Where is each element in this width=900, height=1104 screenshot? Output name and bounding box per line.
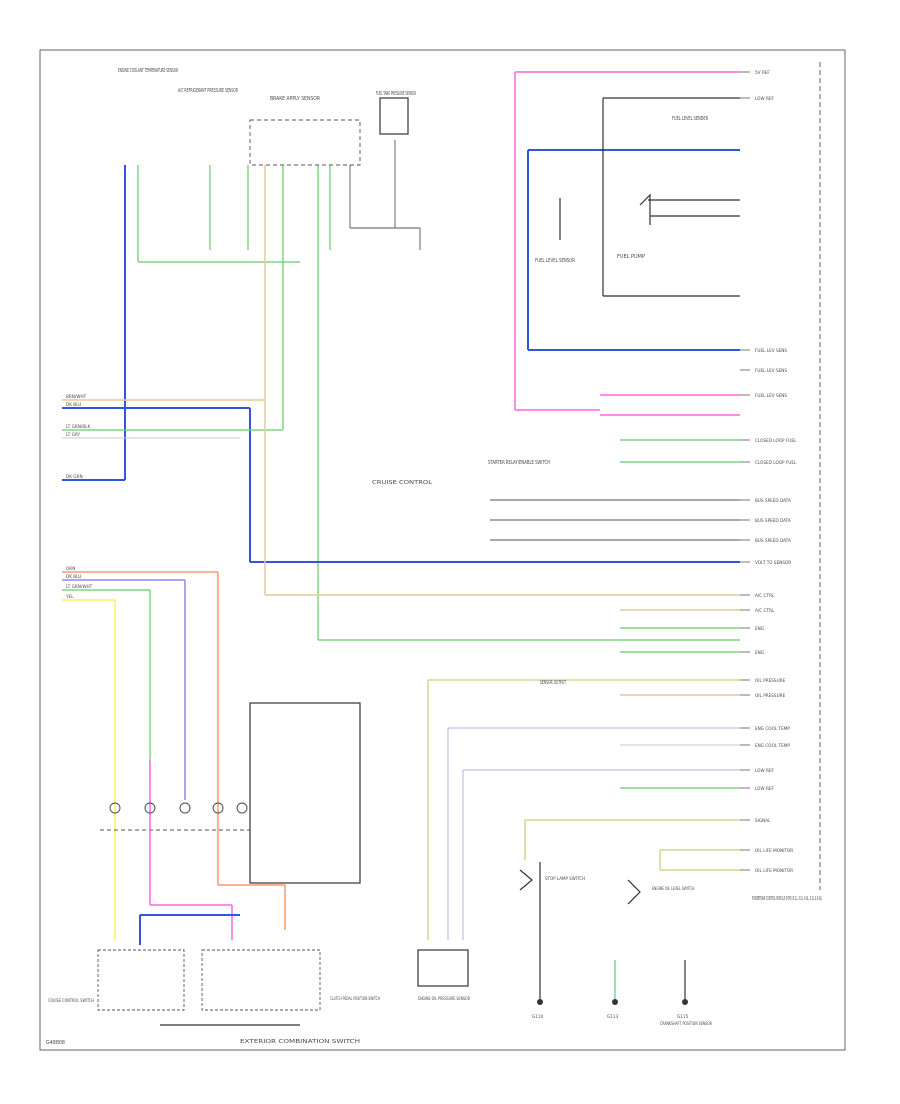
footer-left: G48808 (46, 1040, 65, 1046)
fuel-tank-sensor-box (379, 97, 409, 135)
fuel-level-label: FUEL LEVEL SENSOR (535, 258, 576, 264)
pcm-label: POWERTRAIN CONTROL MODULE (PCM) (6.2L, 6… (752, 896, 822, 902)
fuel-sender (514, 71, 740, 416)
left-bus-label-1: DK BLU (66, 402, 81, 407)
pcm-pin-label: BUS SPEED DATA (755, 498, 791, 503)
switch-circles (109, 802, 248, 814)
pcm-pin-labels: 5V REF LOW REF FUEL LEV SENS FUEL LEV SENS F… (740, 70, 797, 873)
bottom-comp-1: CLUTCH PEDAL POSITION SWITCH (330, 996, 380, 1001)
pcm-pin-label: VOLT TO SENSOR (755, 560, 791, 565)
left-bus-1 (62, 399, 740, 641)
fuel-pump-label: FUEL PUMP (617, 254, 645, 260)
pcm-pin-label: A/C CTRL (755, 608, 775, 613)
fuel-pump-symbol (639, 193, 651, 225)
cruise-switch-box (97, 949, 185, 1011)
ground-g115 (682, 999, 688, 1005)
bottom-ground-1: G113 (607, 1014, 619, 1019)
bottom-components (417, 862, 688, 1005)
pcm-pin-label: A/C CTRL (755, 593, 775, 598)
switch-contact-icon (109, 802, 121, 814)
pcm-pin-label: LOW REF (755, 786, 775, 791)
bottom-comp-4: ENGINE OIL LEVEL SWITCH (652, 886, 694, 891)
bottom-comp-2: ENGINE OIL PRESSURE SENSOR (418, 996, 470, 1001)
pcm-pin-label: FUEL LEV SENS (755, 368, 787, 373)
pcm-pin-label: BUS SPEED DATA (755, 518, 791, 523)
pcm-pin-label: OIL PRESSURE (755, 678, 786, 683)
pcm-pin-label: CLOSED LOOP FUEL (755, 460, 797, 465)
pcm-pin-label: LOW REF (755, 768, 775, 773)
pcm-pin-label: FUEL LEV SENS (755, 393, 787, 398)
top-component-2: BRAKE APPLY SENSOR (270, 96, 321, 102)
pcm-pin-label: ENG (755, 650, 764, 655)
pcm-pin-label: CLOSED LOOP FUEL (755, 438, 797, 443)
pcm-pin-label: OIL PRESSURE (755, 693, 786, 698)
left-bus2-label-2: LT GRN/WHT (66, 584, 93, 589)
pcm-wires (427, 439, 740, 940)
top-component-3: FUEL TANK PRESSURE SENSOR (376, 91, 416, 97)
left-bus2-label-0: ORN (66, 566, 75, 571)
bottom-label: EXTERIOR COMBINATION SWITCH (240, 1039, 361, 1045)
diagram-frame (39, 49, 846, 1051)
brake-sensor-box (249, 119, 361, 166)
pcm-pin-label: SIGNAL (755, 818, 771, 823)
fuel-sender-title: FUEL LEVEL SENDER (672, 116, 708, 122)
pcm-pin-label: BUS SPEED DATA (755, 538, 791, 543)
oil-level-switch-symbol (627, 879, 641, 905)
bottom-comp-5: CRANKSHAFT POSITION SENSOR (660, 1021, 712, 1026)
ext-comb-switch-box (201, 949, 321, 1011)
left-bus-label-0: BRN/WHT (66, 394, 87, 399)
mid-label-cruise: CRUISE CONTROL (372, 480, 432, 486)
pcm-pin-label: OIL LIFE MONITOR (755, 848, 793, 853)
bottom-comp-0: CRUISE CONTROL SWITCH (48, 998, 94, 1003)
bottom-comp-3: STOP LAMP SWITCH (545, 876, 585, 881)
top-left-connectors (124, 97, 421, 640)
top-component-0: ENGINE COOLANT TEMPERATURE SENSOR (118, 68, 178, 74)
switch-contact-icon (179, 802, 191, 814)
pcm-pin-label: OIL LIFE MONITOR (755, 868, 793, 873)
bottom-ground-0: G110 (532, 1014, 544, 1019)
left-bus2-label-3: YEL (65, 594, 74, 599)
mid-label-starter: STARTER RELAY/ENABLE SWITCH (488, 460, 550, 466)
ground-g110 (537, 999, 543, 1005)
cruise-module-box (249, 702, 361, 884)
pcm-pin-label: ENG (755, 626, 764, 631)
switch-contact-icon (144, 802, 156, 814)
ground-g113 (612, 999, 618, 1005)
pcm-pin-label: ENG COOL TEMP (755, 743, 790, 748)
pcm-pin-label: 5V REF (755, 70, 770, 75)
bottom-ground-2: G115 (677, 1014, 689, 1019)
switch-contact-icon (236, 802, 248, 814)
left-bus-label-2: LT GRN/BLK (66, 424, 91, 429)
mid-label-gauge: SENSOR OUTPUT (540, 680, 566, 686)
left-bus-2 (62, 571, 219, 940)
stop-lamp-switch-symbol (519, 869, 533, 891)
left-bus-label-4: DK GRN (66, 474, 83, 479)
left-bus2-label-1: DK BLU (66, 574, 81, 579)
top-component-1: A/C REFRIGERANT PRESSURE SENSOR (178, 88, 238, 94)
oil-pressure-sensor-box (417, 949, 469, 987)
pcm-pin-label: LOW REF (755, 96, 775, 101)
left-bus-label-3: LT GRY (66, 432, 81, 437)
lower-switches (97, 702, 361, 1026)
switch-contact-icon (212, 802, 224, 814)
pcm-pin-label: FUEL LEV SENS (755, 348, 787, 353)
pcm-pin-label: ENG COOL TEMP (755, 726, 790, 731)
